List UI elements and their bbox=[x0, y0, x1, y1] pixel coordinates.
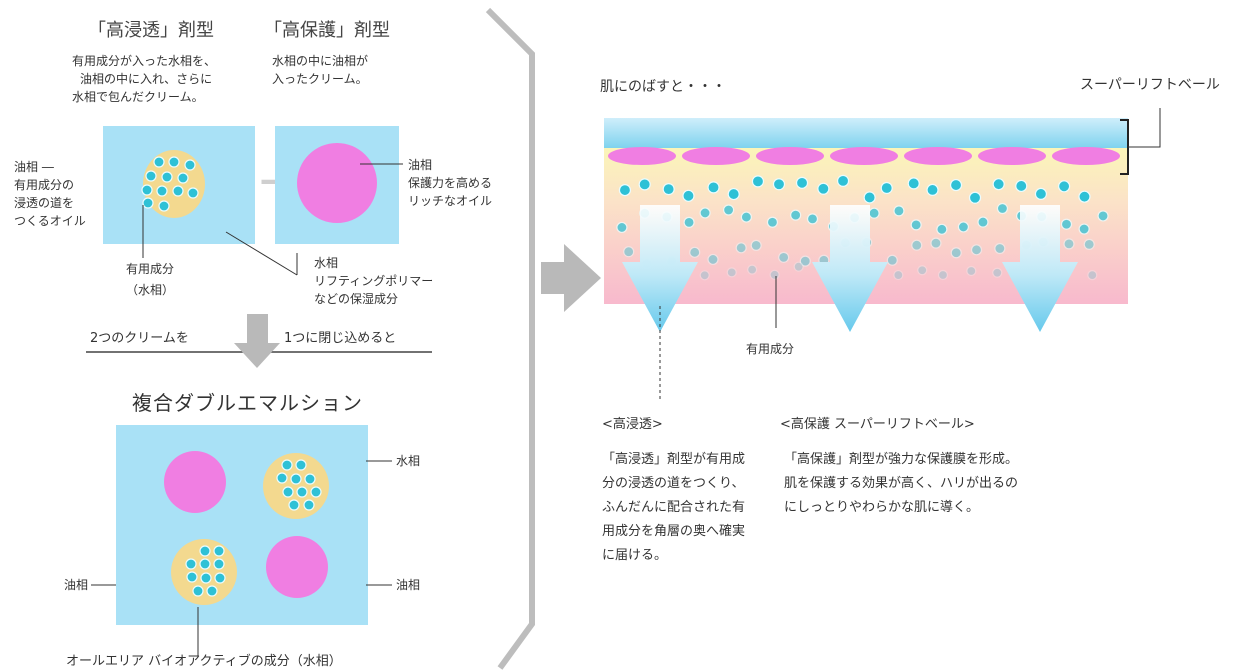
penetration-type-desc-1: 有用成分が入った水相を、 bbox=[72, 54, 217, 68]
skin-heading: 肌にのばすと・・・ bbox=[600, 79, 726, 95]
emulsion-oil-right-label: 油相 bbox=[396, 578, 421, 592]
penetration-type-title: 「高浸透」剤型 bbox=[88, 20, 214, 41]
active-ingredient-label: 有用成分 bbox=[746, 342, 795, 356]
penetration-arrows bbox=[622, 205, 1078, 332]
bracket-divider bbox=[485, 7, 535, 670]
active-label-1: 有用成分 bbox=[126, 262, 175, 276]
protection-type-desc-1: 水相の中に油相が bbox=[272, 54, 369, 68]
right-arrow-icon bbox=[541, 244, 601, 312]
veil-label: スーパーリフトベール bbox=[1080, 77, 1220, 93]
active-label-2: （水相） bbox=[126, 283, 175, 297]
high-penetration-title: <高浸透> bbox=[602, 417, 663, 432]
combine-right-text: 1つに閉じ込めると bbox=[284, 331, 397, 346]
protection-type-desc-2: 入ったクリーム。 bbox=[272, 72, 368, 86]
high-protection-body: 「高保護」剤型が強力な保護膜を形成。肌を保護する効果が高く、ハリが出るのにしっと… bbox=[784, 452, 1019, 515]
bottom-caption: オールエリア バイオアクティブの成分（水相） bbox=[66, 654, 342, 669]
top-veil-layer bbox=[604, 118, 1128, 148]
water-label-2: リフティングポリマー bbox=[314, 274, 434, 288]
high-penetration-body: 「高浸透」剤型が有用成分の浸透の道をつくり、ふんだんに配合された有用成分を角層の… bbox=[602, 452, 746, 563]
penetration-type-desc-2: 油相の中に入れ、さらに bbox=[80, 72, 213, 86]
oil-label-left-3: 浸透の道を bbox=[14, 196, 75, 210]
water-label-1: 水相 bbox=[314, 256, 339, 270]
oil-label-right-2: 保護力を高める bbox=[408, 176, 493, 190]
emulsion-title: 複合ダブルエマルション bbox=[132, 391, 363, 415]
down-arrow-icon bbox=[234, 314, 280, 368]
combine-left-text: 2つのクリームを bbox=[90, 331, 189, 346]
penetration-type-desc-3: 水相で包んだクリーム。 bbox=[72, 90, 204, 104]
oil-phase-pink-circle bbox=[297, 143, 377, 223]
emulsion-water-label: 水相 bbox=[396, 454, 421, 468]
oil-label-left-4: つくるオイル bbox=[14, 214, 86, 228]
oil-label-left-1: 油相 ― bbox=[14, 160, 54, 174]
water-label-3: などの保湿成分 bbox=[314, 292, 399, 306]
oil-label-right-1: 油相 bbox=[408, 158, 433, 172]
protection-type-title: 「高保護」剤型 bbox=[264, 20, 390, 41]
active-ingredient-dots bbox=[141, 156, 199, 212]
emulsion-oil-left-label: 油相 bbox=[64, 578, 89, 592]
oil-label-left-2: 有用成分の bbox=[14, 178, 75, 192]
high-protection-title: <高保護 スーパーリフトベール> bbox=[780, 417, 975, 432]
oil-label-right-3: リッチなオイル bbox=[408, 194, 493, 208]
emulsion-box bbox=[116, 425, 368, 625]
